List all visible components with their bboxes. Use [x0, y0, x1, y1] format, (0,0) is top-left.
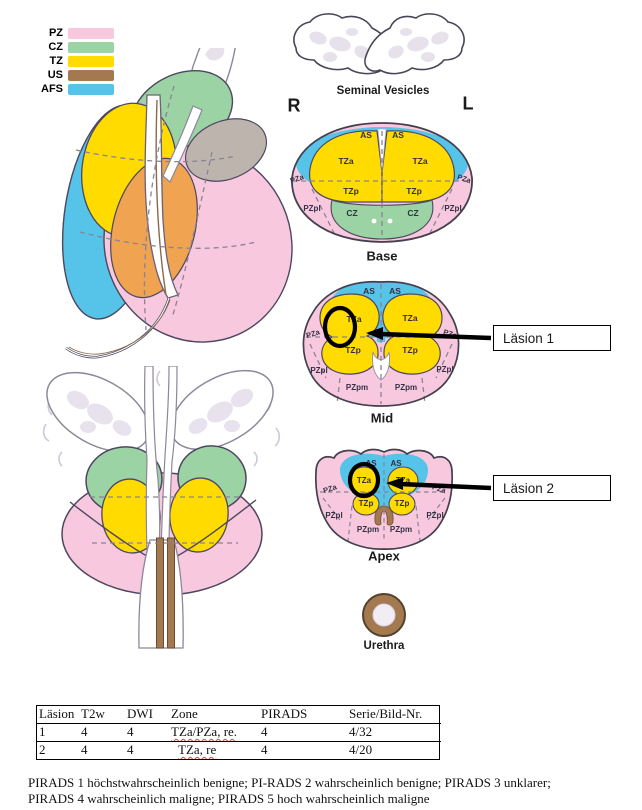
legend-item-pz: PZ: [33, 28, 114, 39]
col-header-dwi: DWI: [125, 706, 169, 724]
zone-label-tza: TZa: [412, 155, 428, 166]
footnote-line-1: PIRADS 1 höchstwahrscheinlich benigne; P…: [28, 775, 551, 790]
seminal-vesicles-illustration: [293, 13, 465, 75]
zone-label-as: AS: [365, 459, 377, 468]
base-title: Base: [366, 248, 398, 264]
urethra-label: Urethra: [363, 640, 405, 652]
legend-swatch-tz: [68, 56, 114, 67]
legend-swatch-cz: [68, 42, 114, 53]
lesion-1-callout: Läsion 1: [493, 325, 611, 351]
legend-swatch-afs: [68, 84, 114, 95]
legend-item-cz: CZ: [33, 42, 114, 53]
mid-tz-right: [382, 293, 443, 375]
sagittal-cz-pz-overlap: [184, 118, 268, 182]
urethra-illustration: [362, 593, 406, 637]
zone-label-as: AS: [389, 285, 401, 296]
legend-swatch-us: [68, 70, 114, 81]
cell-pirads: 4: [261, 742, 268, 757]
col-header-t2w: T2w: [79, 706, 125, 724]
base-tz-right: [381, 130, 455, 203]
zone-label-tza: TZa: [356, 476, 372, 485]
legend-label-pz: PZ: [48, 27, 63, 39]
cell-t2w: 4: [81, 742, 88, 757]
lesion-2-callout: Läsion 2: [493, 475, 611, 501]
legend-item-tz: TZ: [33, 56, 114, 67]
seminal-vesicles-label: Seminal Vesicles: [336, 85, 430, 97]
pirads-footnote: PIRADS 1 höchstwahrscheinlich benigne; P…: [28, 775, 636, 806]
zone-value: TZa/PZa, re.: [171, 724, 238, 739]
footnote-line-2: PIRADS 4 wahrscheinlich maligne; PIRADS …: [28, 790, 430, 806]
cell-laesion: 1: [37, 724, 79, 742]
lesion-1-label: Läsion 1: [503, 330, 555, 346]
apex-diagram: [314, 448, 454, 550]
cell-zone: TZa, re: [169, 742, 259, 759]
coronal-urethra-right: [167, 537, 175, 649]
zone-label-pzpl: PZpl: [426, 511, 444, 520]
base-tz-left: [309, 130, 383, 203]
zone-label-pzpl: PZpl: [310, 366, 328, 375]
legend-swatch-pz: [68, 28, 114, 39]
zone-label-tzp: TZp: [406, 185, 422, 196]
apex-tzp-right: [388, 492, 416, 516]
col-header-pirads: PIRADS: [259, 706, 347, 724]
zone-label-pzpm: PZpm: [389, 525, 413, 534]
cell-t2w: 4: [79, 724, 125, 742]
zone-label-tza: TZa: [346, 313, 362, 324]
cell-dwi: 4: [125, 724, 169, 742]
zone-label-tzp: TZp: [343, 185, 359, 196]
zone-label-tzp: TZp: [358, 499, 374, 508]
cell-zone: TZa/PZa, re.: [169, 724, 259, 742]
zone-label-as: AS: [390, 459, 402, 468]
zone-label-pzpl: PZpl: [436, 365, 454, 374]
lesion-2-label: Läsion 2: [503, 480, 555, 496]
findings-table: Läsion T2w DWI Zone PIRADS Serie/Bild-Nr…: [36, 705, 441, 760]
zone-label-pzpm: PZpm: [356, 525, 380, 534]
zone-label-as: AS: [363, 285, 375, 296]
base-diagram: [291, 122, 473, 243]
zone-label-tzp: TZp: [394, 499, 410, 508]
legend-label-us: US: [47, 69, 63, 81]
cell-laesion: 2: [39, 742, 46, 757]
prostate-coronal-diagram: [42, 366, 281, 649]
legend-label-cz: CZ: [48, 41, 63, 53]
zone-label-tza: TZa: [395, 476, 411, 485]
cell-pirads: 4: [259, 724, 347, 742]
col-header-laesion: Läsion: [37, 706, 79, 724]
zone-label-tzp: TZp: [402, 344, 418, 355]
zone-label-pzpl: PZpl: [303, 204, 321, 213]
cell-serie: 4/32: [347, 724, 441, 742]
left-side-marker: L: [462, 93, 474, 114]
cell-serie: 4/20: [349, 742, 373, 757]
zone-label-tza: TZa: [402, 312, 418, 323]
mid-tz-left: [319, 293, 380, 375]
legend-item-afs: AFS: [33, 84, 114, 95]
coronal-urethra-left: [156, 537, 164, 649]
zone-label-as: AS: [392, 129, 404, 140]
prostate-sagittal-diagram: [61, 48, 293, 359]
zone-label-cz: CZ: [346, 207, 358, 218]
right-side-marker: R: [287, 95, 301, 116]
legend-label-afs: AFS: [41, 83, 63, 95]
zone-label-cz: CZ: [407, 207, 419, 218]
zone-value: TZa, re: [178, 742, 217, 757]
zone-label-pzpm: PZpm: [345, 383, 369, 392]
apex-title: Apex: [368, 548, 400, 564]
zone-label-pzpm: PZpm: [394, 383, 418, 392]
zone-legend: PZ CZ TZ US AFS: [33, 28, 114, 98]
cell-dwi: 4: [127, 742, 134, 757]
base-cz-region: [330, 199, 434, 240]
mid-diagram: [302, 280, 460, 407]
legend-item-us: US: [33, 70, 114, 81]
zone-label-pzpl: PZpl: [444, 204, 462, 213]
zone-label-pzpl: PZpl: [325, 511, 343, 520]
legend-label-tz: TZ: [49, 55, 63, 67]
zone-label-tzp: TZp: [345, 344, 361, 355]
mid-title: Mid: [370, 410, 394, 426]
zone-label-as: AS: [360, 129, 372, 140]
col-header-zone: Zone: [169, 706, 259, 724]
col-header-serie: Serie/Bild-Nr.: [347, 706, 441, 724]
zone-label-tza: TZa: [338, 155, 354, 166]
